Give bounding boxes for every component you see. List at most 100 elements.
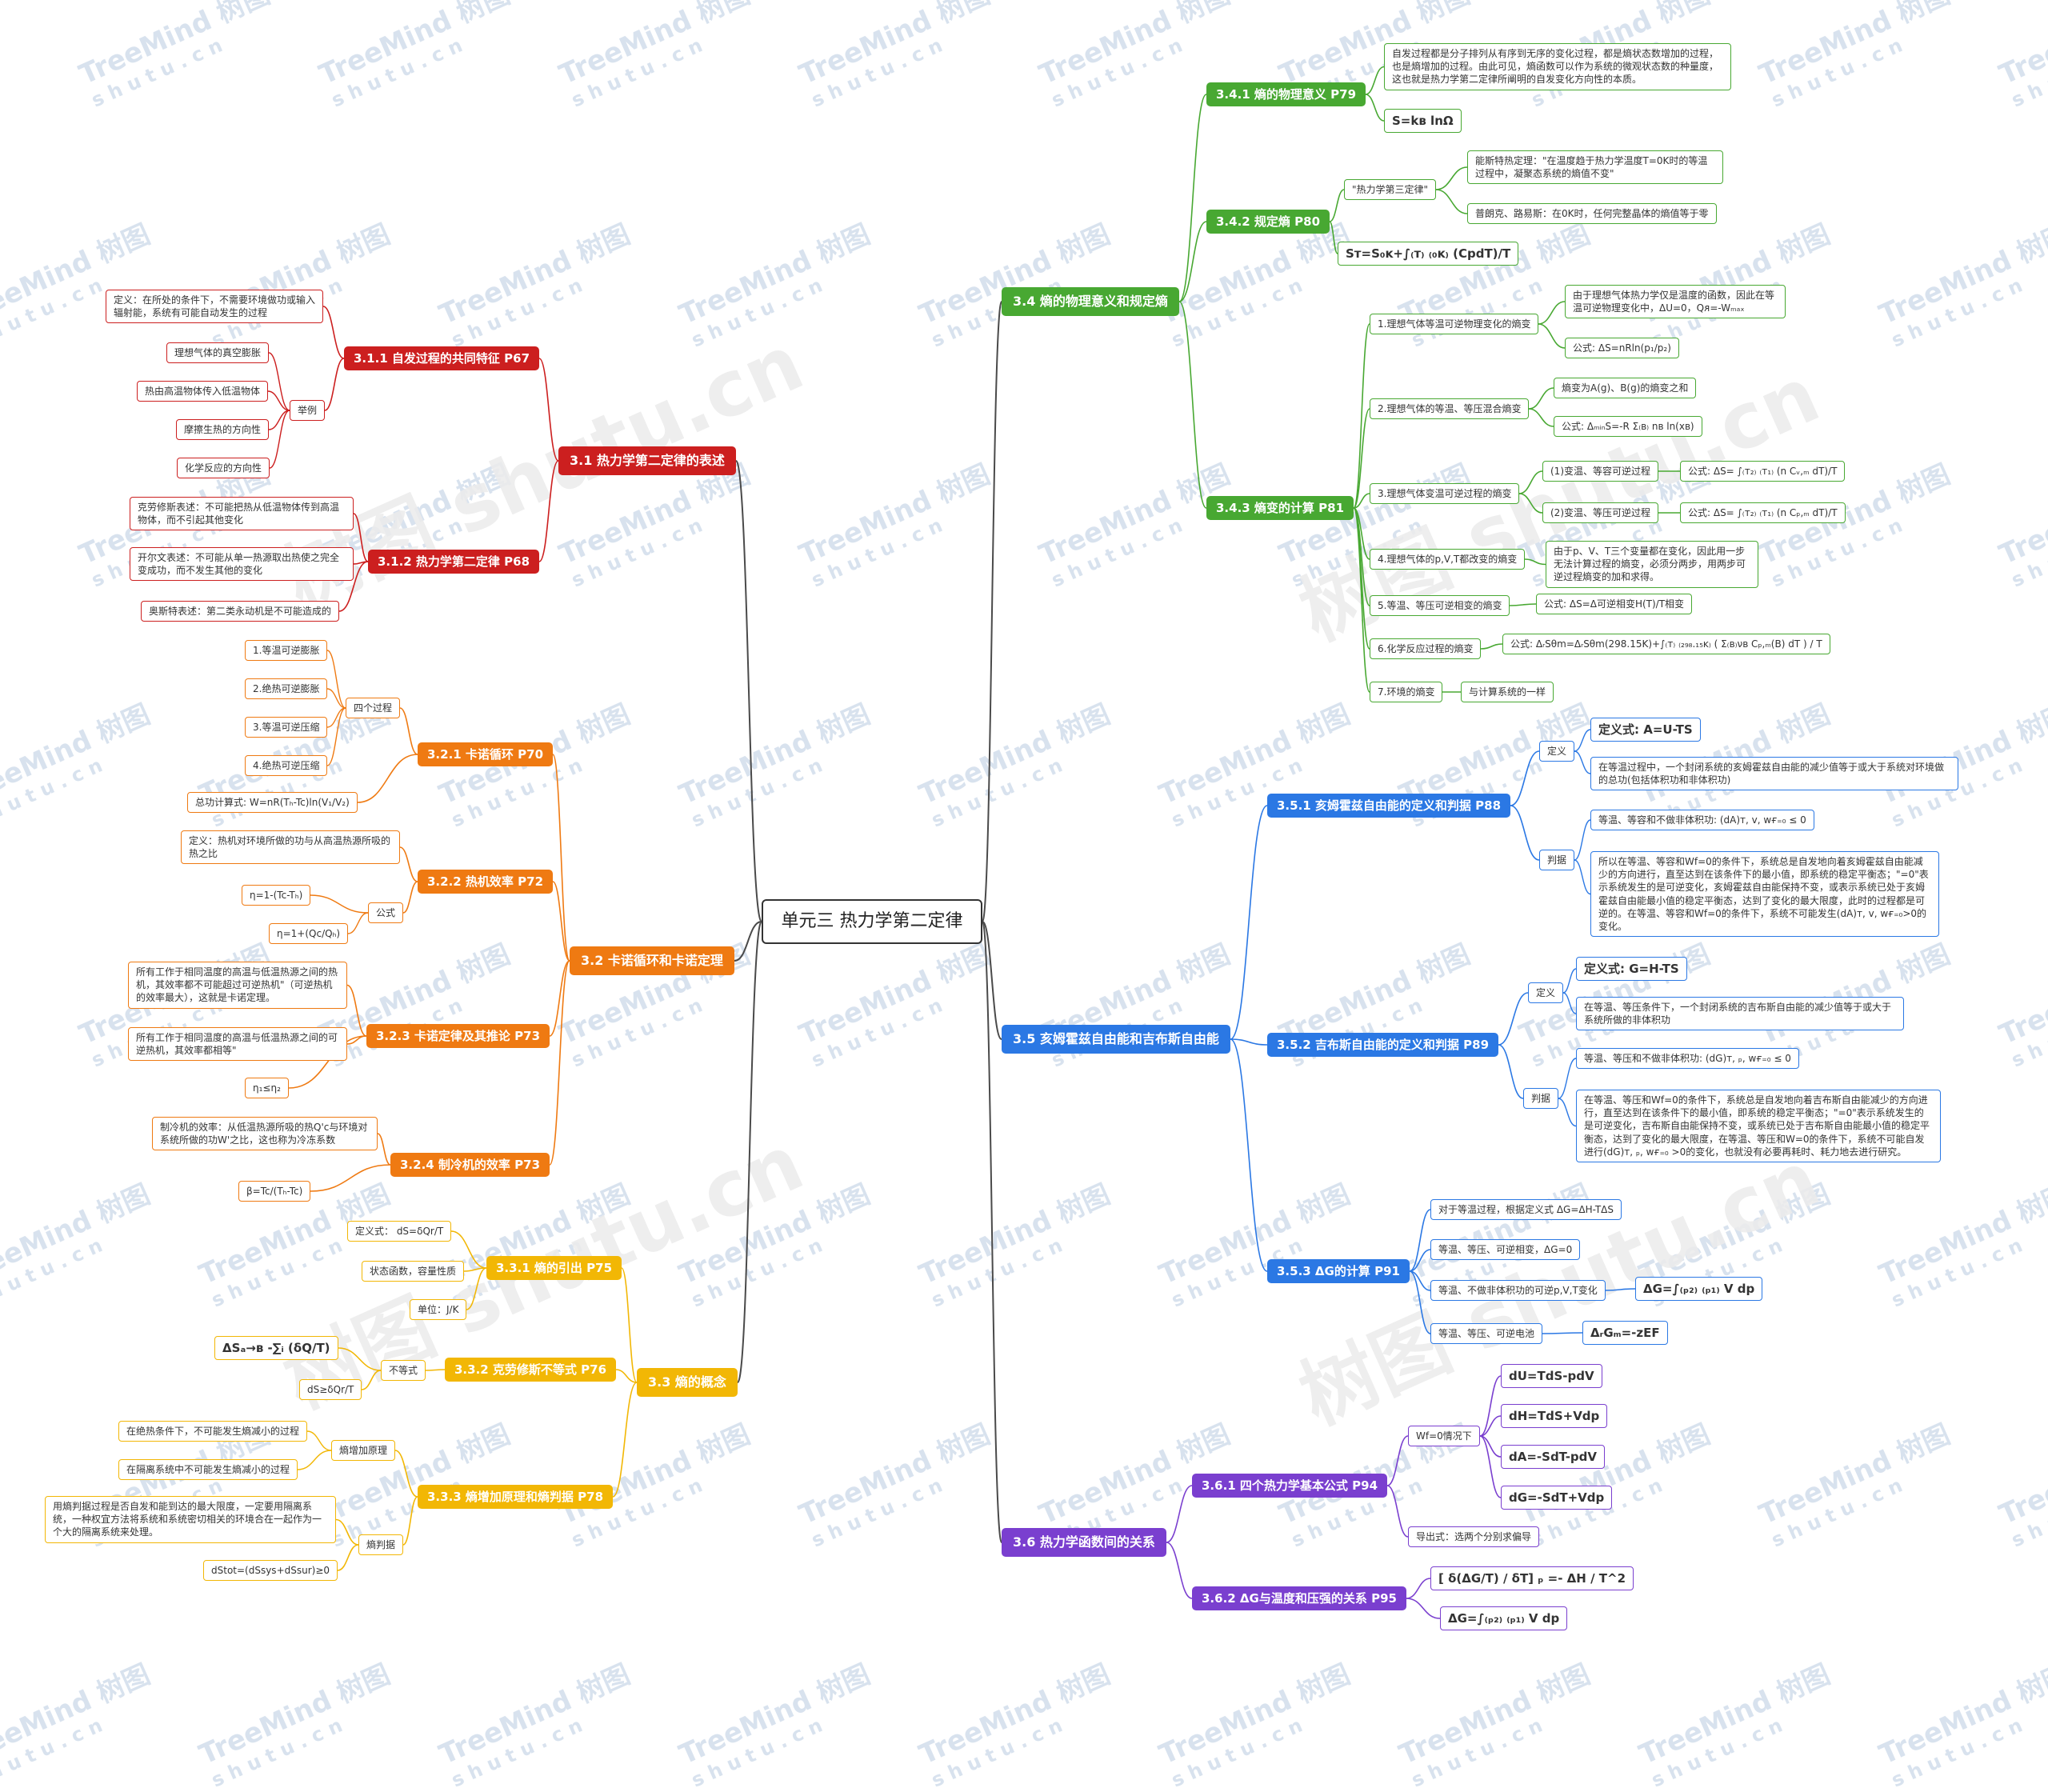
statement-kelvin: 开尔文表述：不可能从单一热源取出热使之完全变成功，而不发生其他的变化 [130,547,354,582]
case-1-note: 由于理想气体热力学仅是温度的函数，因此在等温可逆物理变化中，ΔU=0，Qᴙ=-W… [1565,285,1786,319]
efficiency-formula: η=1+(Qc/Qₕ) [269,923,349,945]
topic-3-6-1[interactable]: 3.6.1 四个热力学基本公式 P94 [1192,1474,1388,1498]
case-6-label: 6.化学反应过程的熵变 [1370,638,1482,660]
clausius-inequality: ΔSₐ→ʙ -∑ᵢ (δQ/T) [214,1336,338,1361]
connector [1166,1542,1193,1599]
topic-3-3-2[interactable]: 3.3.2 克劳修斯不等式 P76 [445,1358,617,1382]
watermark-text: s h u t u . c n [1888,1714,2026,1792]
statement-clausius: 克劳修斯表述：不可能把热从低温物体传到高温物体，而不引起其他变化 [130,497,354,531]
topic-3-5-1[interactable]: 3.5.1 亥姆霍兹自由能的定义和判据 P88 [1267,794,1511,818]
helmholtz-criterion-note: 所以在等温、等容和Wf=0的条件下，系统总是自发地向着亥姆霍兹自由能减少的方向进… [1590,851,1939,938]
watermark-text: s h u t u . c n [1408,1714,1546,1792]
label-definition: 定义 [1539,741,1575,762]
connector [1479,1415,1502,1437]
boltzmann-formula: S=kʙ lnΩ [1384,109,1462,134]
refrigerator-efficiency-def: 制冷机的效率：从低温热源所吸的热Q'c与环境对系统所做的功W'之比，这也称为冷冻… [152,1117,378,1151]
watermark-text: s h u t u . c n [1648,1714,1786,1792]
topic-3-4-2[interactable]: 3.4.2 规定熵 P80 [1206,210,1330,234]
gibbs-helmholtz-equation: [ δ(ΔG/T) / δT] ₚ =- ΔH / T^2 [1430,1566,1634,1591]
label-wf0: Wf=0情况下 [1408,1426,1480,1447]
connector [310,1164,391,1192]
connector [306,1430,332,1451]
label-formula: 公式 [368,902,404,924]
connector [326,707,346,766]
gibbs-definition: 定义式: G=H-TS [1576,957,1687,982]
dg-integral-formula: ΔG=∫₍ₚ₂₎ ₍ₚ₁₎ V dp [1635,1277,1763,1302]
connector [552,881,570,962]
topic-3-5-2[interactable]: 3.5.2 吉布斯自由能的定义和判据 P89 [1267,1033,1499,1057]
case-2-label: 2.理想气体的等温、等压混合熵变 [1370,398,1530,420]
connector [1574,729,1591,752]
connector [737,921,762,1383]
case-2-formula: 公式: ΔₘᵢₙS=-R Σ₍ʙ₎ nʙ ln(xʙ) [1554,416,1702,438]
connector [288,1035,367,1089]
topic-3-1-1[interactable]: 3.1.1 自发过程的共同特征 P67 [344,346,540,370]
connector [1365,66,1385,95]
cop-formula: β=Tc/(Tₕ-Tc) [238,1181,311,1202]
topic-3-2-1[interactable]: 3.2.1 卡诺循环 P70 [418,742,554,766]
connector [1406,1578,1431,1599]
connector [549,960,570,1037]
watermark-text: s h u t u . c n [1168,1714,1306,1792]
topic-3-6-2[interactable]: 3.6.2 ΔG与温度和压强的关系 P95 [1192,1586,1406,1610]
fundamental-eq-dh: dH=TdS+Vdp [1501,1404,1608,1429]
dg-phase-change: 等温、等压、可逆相变，ΔG=0 [1430,1239,1581,1261]
connector [1510,805,1540,861]
connector [1230,805,1268,1040]
branch-3-4[interactable]: 3.4 熵的物理意义和规定熵 [1002,287,1179,316]
connector [1498,1044,1524,1099]
carnot-theorem: 所有工作于相同温度的高温与低温热源之间的热机，其效率都不可能超过可逆热机"（可逆… [128,962,347,1009]
watermark-text: s h u t u . c n [208,1714,346,1792]
connector [552,754,570,962]
branch-3-1[interactable]: 3.1 热力学第二定律的表述 [558,446,736,475]
case-3-formula-cp: 公式: ΔS= ∫₍ᴛ₂₎ ₍ᴛ₁₎ (n Cₚ,ₘ dT)/T [1680,502,1846,524]
connector [1353,507,1370,693]
connector [615,1369,638,1383]
connector [1329,189,1345,222]
branch-3-6[interactable]: 3.6 热力学函数间的关系 [1002,1528,1166,1557]
connector [269,410,290,469]
connector [322,306,345,359]
connector [1178,301,1207,509]
connector [335,1518,359,1546]
connector [1409,1209,1431,1272]
connector [450,1230,487,1269]
case-1-label: 1.理想气体等温可逆物理变化的熵变 [1370,314,1539,335]
label-definition: 定义 [1528,982,1564,1004]
entropy-unit: 单位：J/K [410,1299,467,1321]
topic-3-2-4[interactable]: 3.2.4 制冷机的效率 P73 [390,1153,550,1177]
topic-3-2-3[interactable]: 3.2.3 卡诺定律及其推论 P73 [366,1024,550,1048]
connector [1479,1435,1502,1498]
connector [1166,1485,1193,1543]
topic-3-5-3[interactable]: 3.5.3 ΔG的计算 P91 [1267,1259,1410,1283]
connector [466,1267,487,1310]
connector [1230,1038,1268,1046]
topic-3-1-2[interactable]: 3.1.2 热力学第二定律 P68 [368,550,540,574]
topic-3-3-3[interactable]: 3.3.3 熵增加原理和熵判据 P78 [418,1485,614,1509]
root-topic[interactable]: 单元三 热力学第二定律 [762,899,982,944]
topic-3-2-2[interactable]: 3.2.2 热机效率 P72 [418,870,554,894]
branch-3-5[interactable]: 3.5 亥姆霍兹自由能和吉布斯自由能 [1002,1025,1230,1054]
connector [1528,387,1554,410]
process-item: 2.绝热可逆膨胀 [245,678,328,700]
connector [1538,301,1566,325]
topic-3-3-1[interactable]: 3.3.1 熵的引出 P75 [486,1256,622,1280]
topic-3-4-3[interactable]: 3.4.3 熵变的计算 P81 [1206,496,1354,520]
connector [1479,1375,1502,1437]
branch-3-2[interactable]: 3.2 卡诺循环和卡诺定理 [570,946,734,975]
connector [1574,859,1591,895]
branch-3-3[interactable]: 3.3 熵的概念 [637,1368,738,1397]
connector [402,881,418,914]
entropy-increase-item: 在绝热条件下，不可能发生熵减小的过程 [118,1421,308,1442]
example-item: 化学反应的方向性 [177,458,270,479]
connector [538,460,559,562]
connector [1542,1332,1583,1334]
carnot-corollary: 所有工作于相同温度的高温与低温热源之间的可逆热机，其效率都相等" [128,1027,347,1062]
dg-cell-formula: ΔᵣGₘ=-zEF [1582,1321,1668,1346]
gibbs-criterion: 等温、等压和不做非体积功: (dG)ᴛ, ₚ, ᴡғ₌₀ ≤ 0 [1576,1048,1799,1070]
topic-3-4-1[interactable]: 3.4.1 熵的物理意义 P79 [1206,82,1366,106]
connector [1498,992,1529,1046]
label-entropy-criterion: 熵判据 [358,1534,404,1556]
label-entropy-increase: 熵增加原理 [331,1440,396,1462]
watermark-text: s h u t u . c n [0,1714,106,1791]
